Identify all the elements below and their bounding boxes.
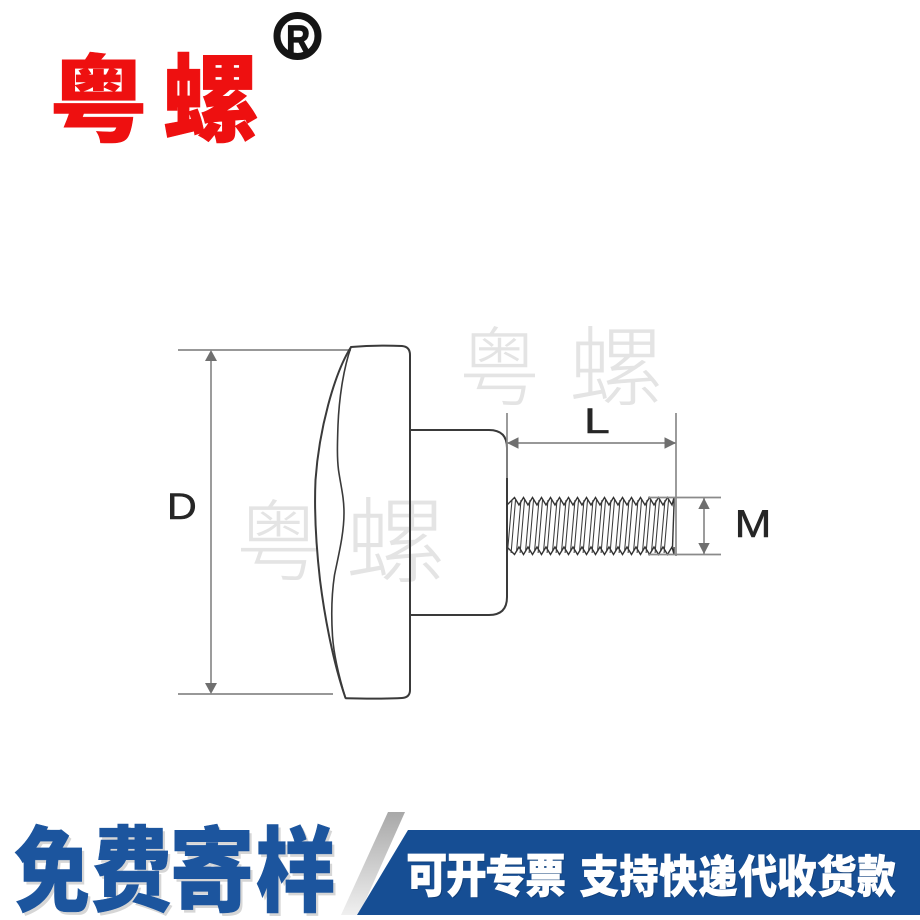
svg-text:L: L: [584, 402, 610, 441]
svg-text:D: D: [167, 486, 197, 527]
svg-text:M: M: [735, 503, 772, 546]
svg-text:R: R: [286, 19, 310, 61]
